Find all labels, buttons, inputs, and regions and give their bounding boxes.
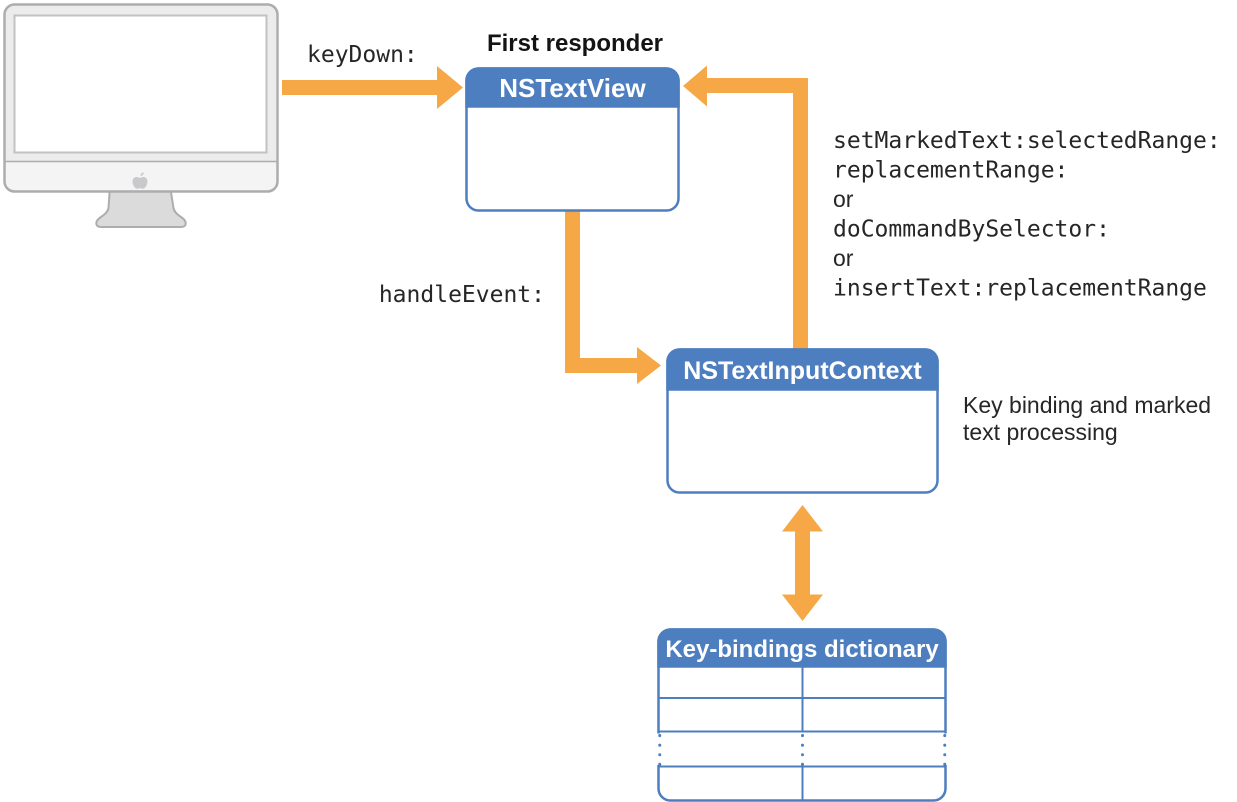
or-label: or (833, 245, 854, 271)
apple-logo-icon (132, 172, 148, 189)
handleevent-arrow (565, 211, 661, 384)
nstextview-header (465, 67, 680, 108)
note-line: Key binding and marked (963, 392, 1211, 418)
nstextinputcontext-node: NSTextInputContext (666, 348, 939, 494)
keybindings-bidirectional-arrow (782, 505, 823, 621)
return-methods-label: setMarkedText:selectedRange: replacement… (833, 128, 1221, 302)
or-label: or (833, 186, 854, 212)
nstextinputcontext-header (666, 348, 939, 391)
note-line: text processing (963, 419, 1118, 445)
key-bindings-title: Key-bindings dictionary (665, 636, 939, 663)
input-context-note: Key binding and marked text processing (963, 392, 1211, 445)
method-line: insertText:replacementRange (833, 276, 1207, 302)
return-methods-arrow (683, 65, 808, 350)
method-line: doCommandBySelector: (833, 217, 1110, 243)
table-border-gap (941, 733, 950, 765)
monitor-stand (95, 185, 187, 228)
key-bindings-table (654, 666, 950, 800)
key-bindings-header (657, 628, 947, 668)
keydown-arrow (282, 66, 463, 109)
nstextview-node: NSTextView (465, 67, 680, 212)
imac-display-icon (3, 3, 279, 228)
monitor-chin (6, 162, 276, 190)
keydown-label: keyDown: (307, 42, 418, 68)
method-line: setMarkedText:selectedRange: (833, 128, 1221, 154)
nstextinputcontext-title: NSTextInputContext (683, 357, 922, 385)
nstextview-title: NSTextView (499, 73, 646, 103)
key-bindings-dictionary-node: Key-bindings dictionary (654, 628, 950, 802)
handleevent-label: handleEvent: (379, 282, 545, 308)
first-responder-label: First responder (487, 30, 663, 57)
table-border-gap (654, 733, 663, 765)
method-line: replacementRange: (833, 158, 1068, 184)
monitor-screen (13, 14, 268, 154)
